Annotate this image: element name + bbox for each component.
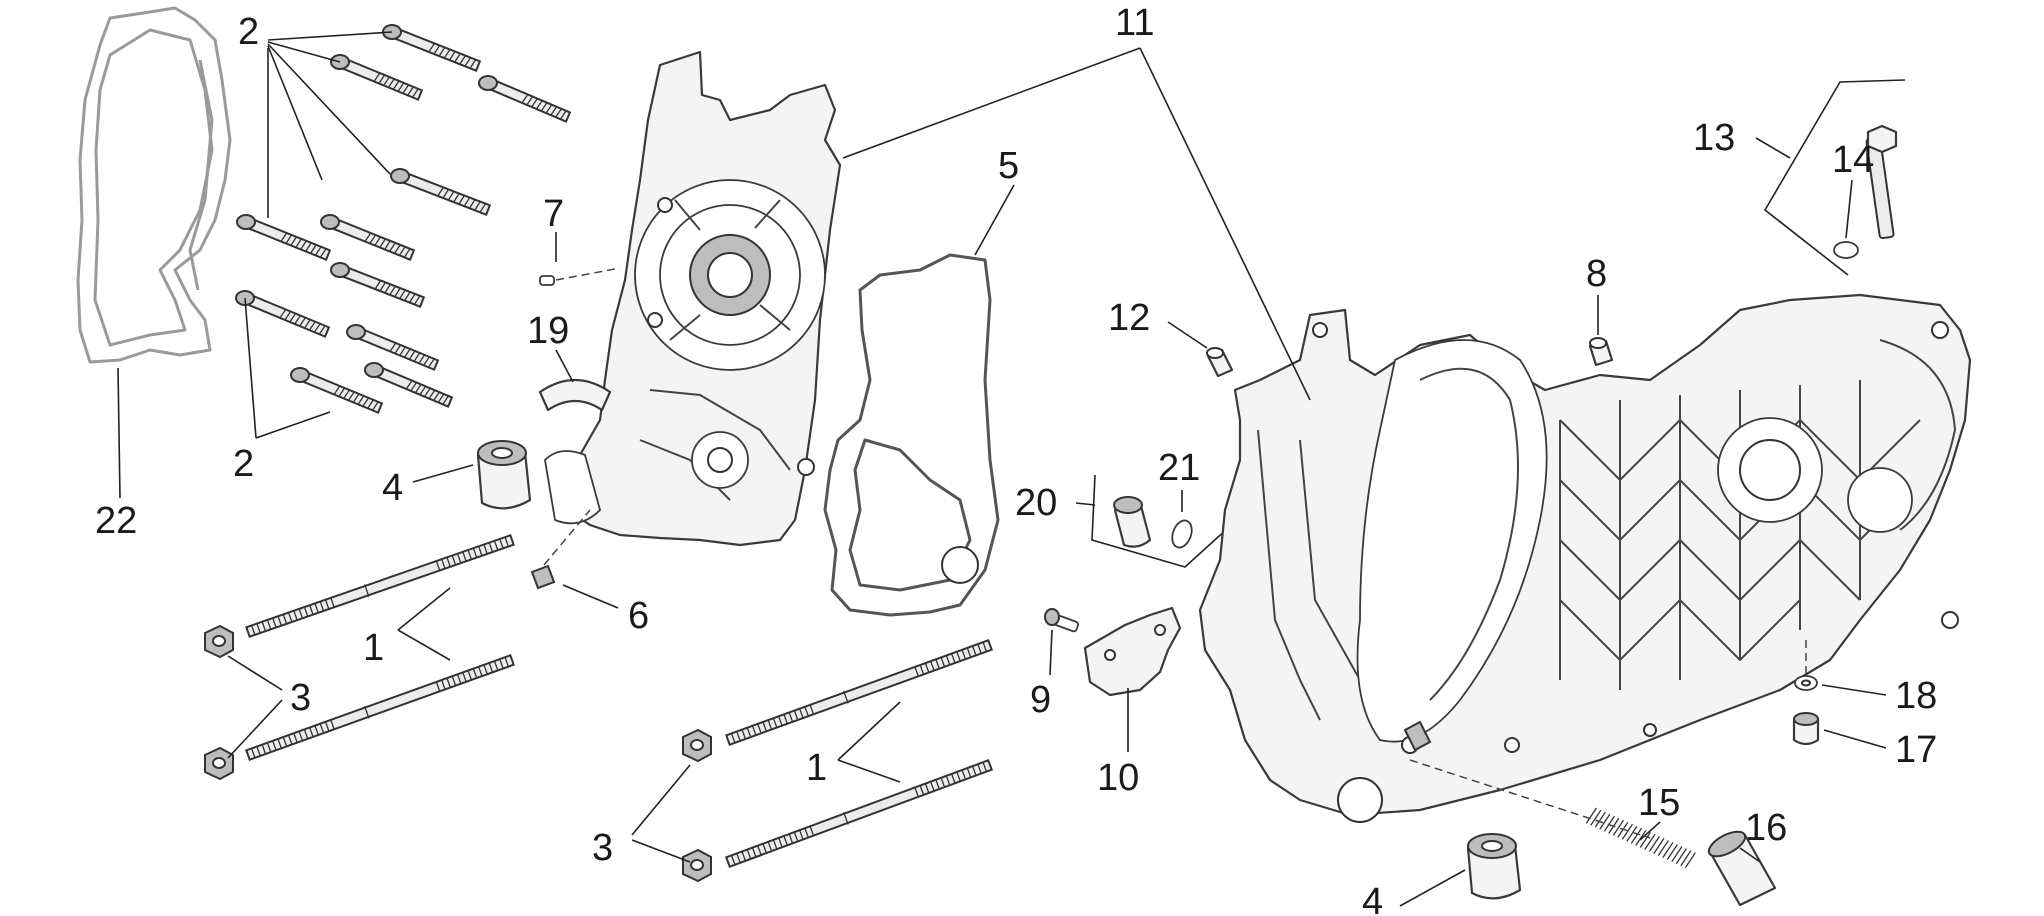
- callout-10: 10: [1097, 757, 1139, 799]
- callout-16: 16: [1745, 807, 1787, 849]
- bolt-2-2: [330, 54, 424, 101]
- stud-1-2: [245, 654, 515, 761]
- callout-4-right: 4: [1362, 881, 1383, 916]
- callout-3-left: 3: [290, 677, 311, 719]
- plug-17: [1792, 712, 1820, 746]
- bolt-2-3: [478, 75, 572, 123]
- callout-13: 13: [1693, 117, 1735, 159]
- leader-lines: [117, 31, 1887, 907]
- callout-2-bottom: 2: [233, 443, 254, 485]
- callout-7: 7: [543, 193, 564, 235]
- washer-18: [1794, 675, 1818, 691]
- callout-20: 20: [1015, 482, 1057, 524]
- callout-17: 17: [1895, 729, 1937, 771]
- bushing-4-left: [476, 440, 532, 510]
- bushing-4-right: [1466, 833, 1522, 900]
- axis-15-16: [1409, 759, 1651, 839]
- bolt-2-4: [390, 168, 492, 216]
- bolt-2-7: [330, 262, 426, 308]
- callout-6: 6: [628, 595, 649, 637]
- callout-15: 15: [1638, 782, 1680, 824]
- bolt-2-1: [382, 24, 482, 72]
- callout-labels: 2 2 22 4 1 3 7 19 6 11 5 1 3 12 20 21 9 …: [95, 2, 1937, 916]
- callout-1-right: 1: [806, 747, 827, 789]
- bolt-2-6: [320, 214, 416, 261]
- nut-3-c: [682, 728, 712, 763]
- callout-19: 19: [527, 310, 569, 352]
- pin-8: [1588, 337, 1614, 367]
- callout-4-left: 4: [382, 467, 403, 509]
- nut-3-b: [204, 746, 234, 781]
- plug-20: [1113, 496, 1152, 548]
- bracket-13: [1763, 79, 1906, 276]
- stud-1-1: [245, 534, 515, 638]
- bolt-2-9: [346, 324, 440, 371]
- callout-9: 9: [1030, 679, 1051, 721]
- callout-12: 12: [1108, 297, 1150, 339]
- pin-12: [1206, 347, 1234, 378]
- bracket-20-21: [1091, 474, 1229, 568]
- nut-3-d: [682, 848, 712, 883]
- callout-2-top: 2: [238, 11, 259, 53]
- dowel-6: [530, 509, 591, 590]
- crankcase-half-right: [1198, 293, 1972, 823]
- sleeve-16: [1707, 830, 1777, 907]
- bolts-2: [235, 24, 572, 414]
- callout-21: 21: [1158, 447, 1200, 489]
- bracket-10: [1083, 606, 1182, 697]
- dowel-pin-7: [539, 267, 621, 286]
- crankcase-half-left: [544, 50, 842, 547]
- studs-1: [245, 534, 994, 868]
- bearing-shell-19: [538, 379, 612, 412]
- callout-1-left: 1: [363, 627, 384, 669]
- callout-18: 18: [1895, 675, 1937, 717]
- callout-14: 14: [1832, 139, 1874, 181]
- nuts-3: [204, 624, 712, 883]
- callout-8: 8: [1586, 253, 1607, 295]
- callout-11: 11: [1115, 2, 1154, 44]
- stud-1-4: [724, 759, 994, 868]
- bolt-2-10: [364, 362, 454, 408]
- gasket-5: [823, 253, 1000, 617]
- bolt-2-8: [235, 290, 331, 338]
- callout-5: 5: [998, 145, 1019, 187]
- bolt-13: [1865, 124, 1898, 240]
- nut-3-a: [204, 624, 234, 659]
- bolt-2-5: [236, 214, 332, 261]
- washer-14: [1833, 241, 1859, 259]
- screw-9: [1044, 608, 1079, 633]
- callout-22: 22: [95, 500, 137, 542]
- o-ring-21: [1171, 519, 1193, 549]
- callout-3-right: 3: [592, 827, 613, 869]
- gasket-22: [76, 6, 232, 364]
- stud-1-3: [725, 639, 993, 746]
- bolt-2-11: [290, 367, 384, 414]
